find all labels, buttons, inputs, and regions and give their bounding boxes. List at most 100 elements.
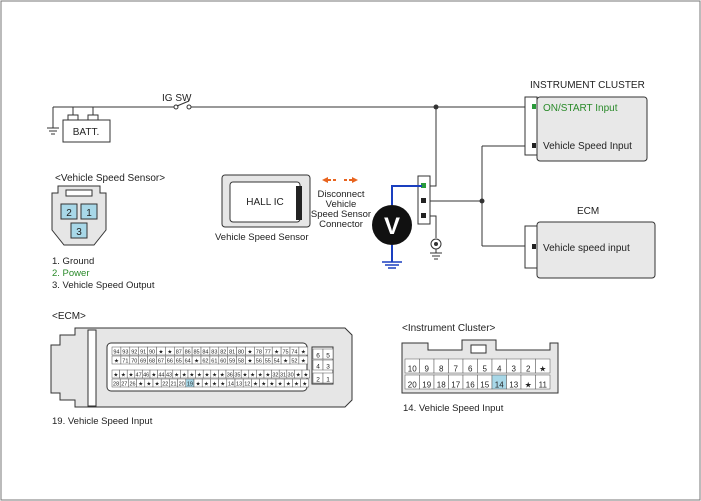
sensor-connector-view: [51, 185, 107, 246]
ecm-pin: 19: [187, 382, 193, 388]
ecm-pin: 27: [121, 382, 127, 388]
ecm-pin: 94: [113, 350, 119, 356]
cluster-pin: 9: [425, 365, 430, 374]
ecm-pin: ★: [197, 372, 202, 379]
ecm-pin: ★: [296, 372, 301, 379]
ecm-pin: 22: [162, 382, 168, 388]
ecm-pin: 14: [228, 382, 234, 388]
sensor-pin-3: 3: [76, 227, 82, 238]
ecm-pin: 55: [265, 359, 271, 365]
ecm-pin: ★: [212, 372, 217, 379]
wire-connector-ground: [428, 215, 437, 238]
ecm-pin: 80: [238, 350, 244, 356]
ecm-pin-cell: [298, 355, 309, 365]
ecm-connector-view: [50, 327, 353, 408]
disconnect-line-2: Vehicle: [326, 199, 357, 210]
ecm-pin: 71: [122, 359, 128, 365]
ecm-title: ECM: [577, 206, 599, 217]
ecm-pin: 70: [131, 359, 137, 365]
ecm-pin: 32: [272, 373, 278, 379]
ecm-pin: 35: [234, 373, 240, 379]
ecm-pin: 69: [140, 359, 146, 365]
ecm-pin: 66: [167, 359, 173, 365]
ecm-pin: 67: [158, 359, 164, 365]
ecm-pin: 56: [256, 359, 262, 365]
ecm-pin: ★: [250, 372, 255, 379]
on-start-input-label: ON/START Input: [543, 103, 618, 114]
ecm-pin: ★: [182, 372, 187, 379]
ecm-pin: 59: [229, 359, 235, 365]
ecm-pin: 28: [113, 382, 119, 388]
ecm-pin: ★: [114, 358, 119, 365]
ecm-connector-caption: 19. Vehicle Speed Input: [52, 416, 153, 427]
sensor-pin-1: 1: [86, 208, 92, 219]
ecm-pin: 86: [185, 350, 191, 356]
cluster-pin: 15: [480, 381, 489, 390]
ecm-pin: 44: [158, 373, 164, 379]
ecm-pin: ★: [243, 372, 248, 379]
cluster-pin: 2: [526, 365, 531, 374]
ecm-pin: ★: [286, 381, 291, 388]
sensor-harness-connector: [417, 175, 431, 225]
cluster-pin: 18: [437, 381, 446, 390]
hall-ic-sensor-box: [221, 174, 311, 228]
ecm-pin: ★: [302, 381, 307, 388]
sensor-pin-2: 2: [66, 208, 72, 219]
ecm-pin: 78: [256, 350, 262, 356]
voltmeter-label: V: [384, 213, 400, 240]
sensor-legend-2: 2. Power: [52, 268, 90, 279]
cluster-pin: 16: [466, 381, 475, 390]
sensor-legend-1: 1. Ground: [52, 256, 94, 267]
ecm-pin: ★: [265, 372, 270, 379]
ecm-pin: 87: [176, 350, 182, 356]
ecm-pin: 54: [274, 359, 280, 365]
cluster-connector-caption: 14. Vehicle Speed Input: [403, 403, 504, 414]
ecm-pin: ★: [194, 358, 199, 365]
ecm-pin: ★: [146, 381, 151, 388]
voltmeter-wires: [391, 185, 422, 262]
ecm-pin: 81: [229, 350, 235, 356]
ecm-pin: ★: [301, 358, 306, 365]
ecm-pin: ★: [283, 358, 288, 365]
ecm-pin: 46: [143, 373, 149, 379]
ecm-pin: ★: [220, 381, 225, 388]
ecm-connector-title: <ECM>: [52, 311, 86, 322]
cluster-pin: 7: [454, 365, 459, 374]
ecm-pin: 83: [211, 350, 217, 356]
ecm-pin: 43: [166, 373, 172, 379]
ecm-pin: ★: [167, 349, 172, 356]
ecm-pin: 68: [149, 359, 155, 365]
cluster-pin: 20: [408, 381, 417, 390]
instrument-cluster-box: [524, 96, 648, 162]
ecm-pin: ★: [113, 372, 118, 379]
battery-icon: [62, 114, 111, 143]
ecm-pin: ★: [158, 349, 163, 356]
ecm-pin: 64: [185, 359, 191, 365]
ecm-pin: ★: [274, 349, 279, 356]
ecm-pin: ★: [303, 372, 308, 379]
ecm-side-pin-cell: [322, 359, 334, 371]
connector-ground-icon: [430, 238, 442, 260]
cluster-pin: 4: [497, 365, 502, 374]
ecm-pin: 60: [220, 359, 226, 365]
ecm-pin: 30: [288, 373, 294, 379]
ecm-pin: ★: [212, 381, 217, 388]
ecm-pin: 84: [202, 350, 208, 356]
ecm-pin: ★: [253, 381, 258, 388]
disconnect-arrows-icon: [322, 177, 358, 183]
ecm-side-pin: 6: [316, 353, 320, 360]
cluster-pin: 5: [483, 365, 488, 374]
ecm-pin: 52: [291, 359, 297, 365]
batt-label: BATT.: [73, 127, 99, 138]
ecm-side-pin: 2: [316, 377, 320, 384]
ecm-pin: ★: [269, 381, 274, 388]
ecm-pin: ★: [205, 372, 210, 379]
ecm-pin: ★: [278, 381, 283, 388]
ecm-pin: ★: [261, 381, 266, 388]
ecm-pin: 93: [122, 350, 128, 356]
ecm-pin: 74: [291, 350, 297, 356]
ecm-side-pin: 4: [316, 364, 320, 371]
ecm-pin: 75: [282, 350, 288, 356]
ecm-pin-cell: [301, 369, 310, 379]
ecm-pin: ★: [189, 372, 194, 379]
